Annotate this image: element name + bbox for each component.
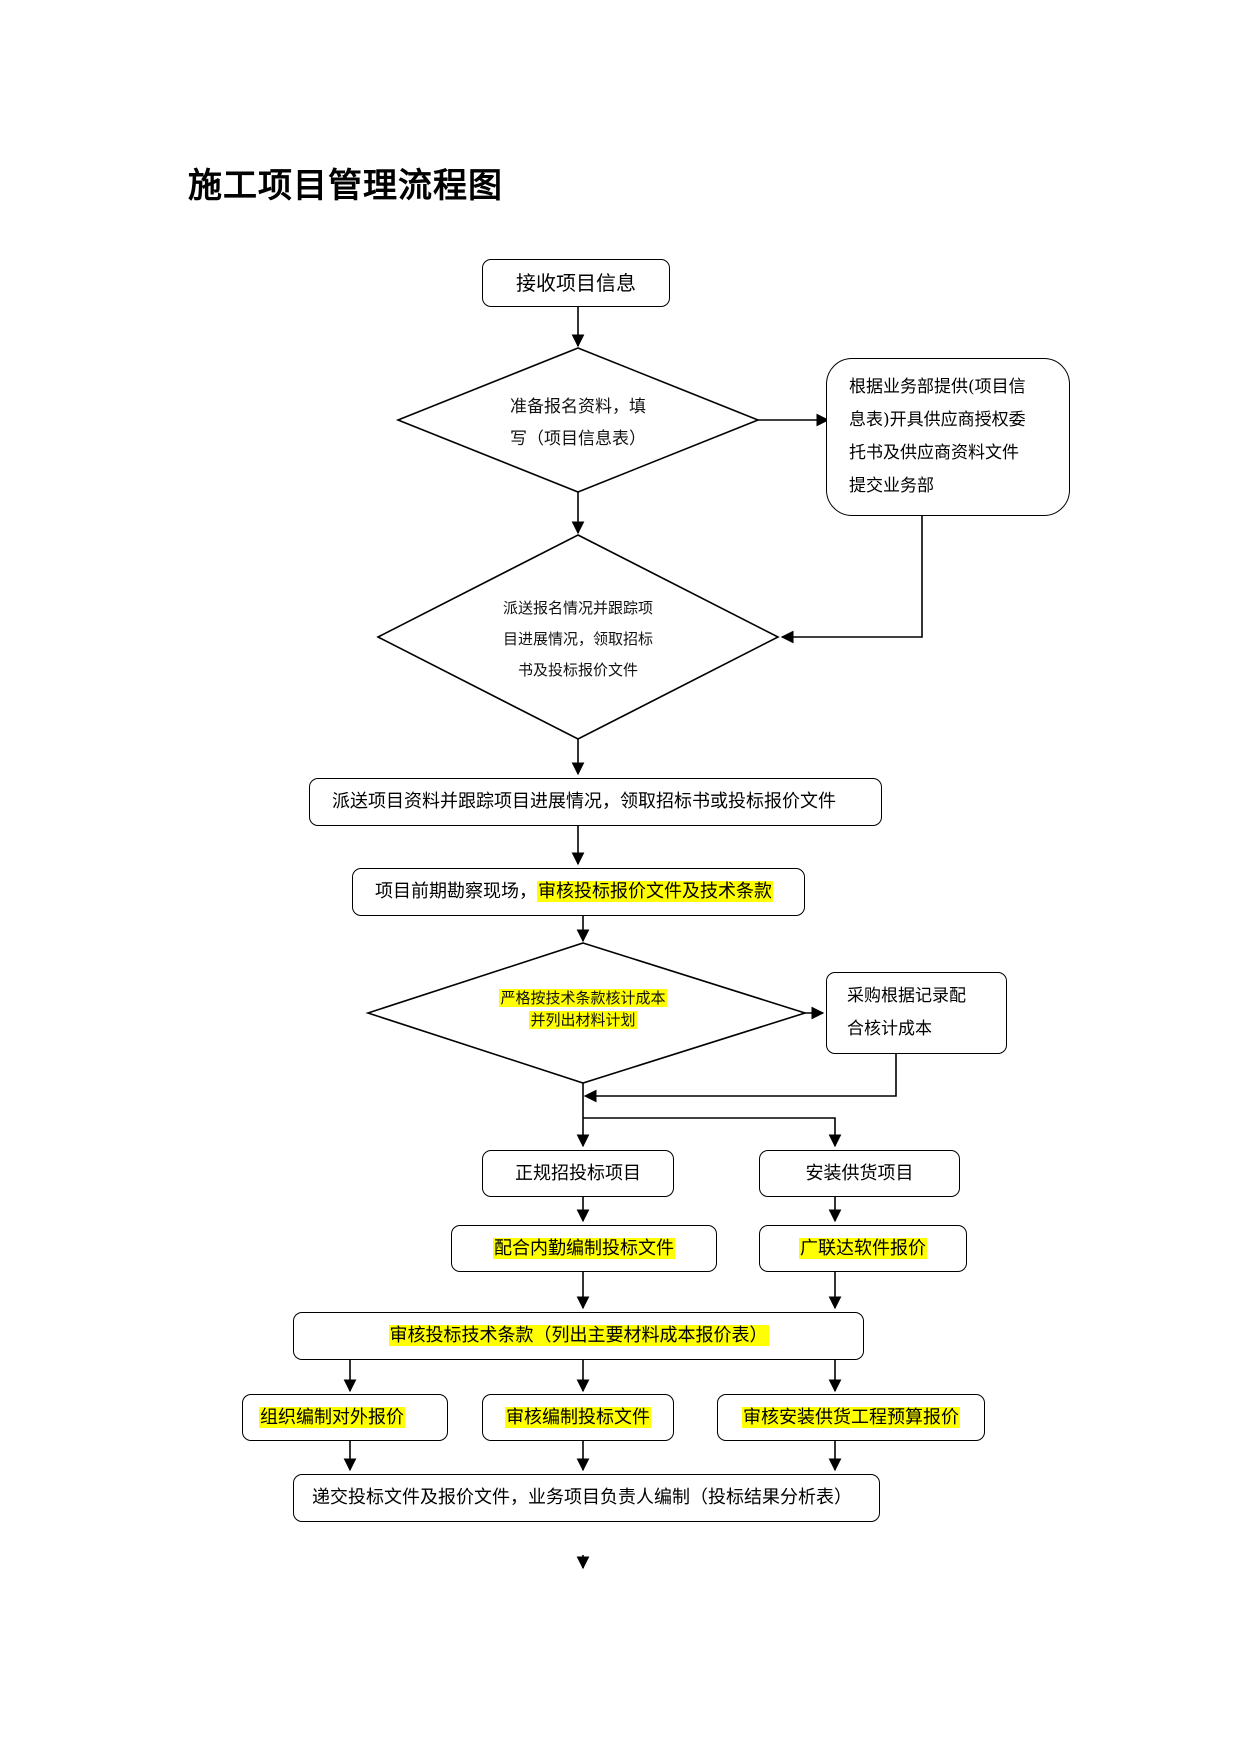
node-submit: 递交投标文件及报价文件，业务项目负责人编制（投标结果分析表） — [293, 1474, 880, 1522]
page-title: 施工项目管理流程图 — [188, 166, 503, 206]
node-submit-label: 递交投标文件及报价文件，业务项目负责人编制（投标结果分析表） — [312, 1487, 852, 1508]
site-survey-highlight-text: 审核投标报价文件及技术条款 — [537, 881, 773, 902]
node-purchase-label: 采购根据记录配 合核计成本 — [827, 980, 1006, 1046]
node-review-docs-label: 审核编制投标文件 — [483, 1406, 673, 1430]
node-review-install-label: 审核安装供货工程预算报价 — [718, 1406, 984, 1430]
arrow-to-install — [583, 1117, 842, 1148]
strict-cost-line-2: 并列出材料计划 — [529, 1011, 637, 1029]
glodon-text: 广联达软件报价 — [799, 1237, 927, 1259]
dept-support-line-1: 根据业务部提供(项目信 — [849, 377, 1026, 397]
node-org-quote-label: 组织编制对外报价 — [243, 1406, 447, 1430]
node-site-survey-label: 项目前期勘察现场，审核投标报价文件及技术条款 — [353, 880, 804, 904]
review-docs-text: 审核编制投标文件 — [505, 1406, 651, 1428]
diamond-dispatch-reg-label: 派送报名情况并跟踪项 目进展情况，领取招标 书及投标报价文件 — [483, 593, 673, 686]
site-survey-plain-text: 项目前期勘察现场， — [375, 881, 537, 902]
prepare-reg-line-1: 准备报名资料，填 — [510, 397, 646, 417]
node-formal-bid-label: 正规招投标项目 — [515, 1162, 641, 1184]
node-dispatch-docs-label: 派送项目资料并跟踪项目进展情况，领取招标书或投标报价文件 — [332, 791, 836, 812]
node-receive-info: 接收项目信息 — [482, 259, 670, 307]
node-dispatch-docs: 派送项目资料并跟踪项目进展情况，领取招标书或投标报价文件 — [309, 778, 882, 826]
node-glodon: 广联达软件报价 — [759, 1225, 967, 1272]
org-quote-text: 组织编制对外报价 — [259, 1406, 405, 1428]
node-purchase: 采购根据记录配 合核计成本 — [826, 972, 1007, 1054]
node-site-survey: 项目前期勘察现场，审核投标报价文件及技术条款 — [352, 868, 805, 916]
dept-support-line-3: 托书及供应商资料文件 — [849, 443, 1019, 463]
dispatch-reg-line-2: 目进展情况，领取招标 — [502, 630, 653, 648]
dispatch-reg-line-3: 书及投标报价文件 — [517, 661, 638, 679]
node-install-supply: 安装供货项目 — [759, 1150, 960, 1197]
node-dept-support: 根据业务部提供(项目信 息表)开具供应商授权委 托书及供应商资料文件 提交业务部 — [826, 358, 1070, 516]
node-org-quote: 组织编制对外报价 — [242, 1394, 448, 1441]
dept-support-line-4: 提交业务部 — [849, 476, 934, 496]
node-review-terms: 审核投标技术条款（列出主要材料成本报价表） — [293, 1312, 864, 1360]
node-receive-info-label: 接收项目信息 — [516, 271, 636, 295]
node-assist-docs-label: 配合内勤编制投标文件 — [452, 1237, 716, 1261]
diamond-prepare-reg-label: 准备报名资料，填 写（项目信息表） — [478, 391, 678, 455]
review-terms-text: 审核投标技术条款（列出主要材料成本报价表） — [388, 1325, 769, 1346]
purchase-line-1: 采购根据记录配 — [847, 986, 966, 1006]
assist-docs-text: 配合内勤编制投标文件 — [493, 1237, 675, 1259]
arrow-support-to-dispatch — [780, 515, 923, 644]
purchase-line-2: 合核计成本 — [847, 1019, 932, 1039]
diamond-strict-cost-label: 严格按技术条款核计成本 并列出材料计划 — [473, 987, 693, 1031]
node-assist-docs: 配合内勤编制投标文件 — [451, 1225, 717, 1272]
prepare-reg-line-2: 写（项目信息表） — [510, 429, 646, 449]
node-glodon-label: 广联达软件报价 — [760, 1237, 966, 1261]
review-install-text: 审核安装供货工程预算报价 — [742, 1406, 960, 1428]
dispatch-reg-line-1: 派送报名情况并跟踪项 — [502, 599, 653, 617]
node-dept-support-label: 根据业务部提供(项目信 息表)开具供应商授权委 托书及供应商资料文件 提交业务部 — [827, 371, 1069, 503]
strict-cost-line-1: 严格按技术条款核计成本 — [499, 989, 667, 1007]
arrow-purchase-back — [583, 1052, 897, 1103]
node-review-install: 审核安装供货工程预算报价 — [717, 1394, 985, 1441]
dept-support-line-2: 息表)开具供应商授权委 — [849, 410, 1026, 430]
node-review-docs: 审核编制投标文件 — [482, 1394, 674, 1441]
node-review-terms-label: 审核投标技术条款（列出主要材料成本报价表） — [294, 1324, 863, 1348]
node-formal-bid: 正规招投标项目 — [482, 1150, 674, 1197]
node-install-supply-label: 安装供货项目 — [805, 1162, 914, 1184]
